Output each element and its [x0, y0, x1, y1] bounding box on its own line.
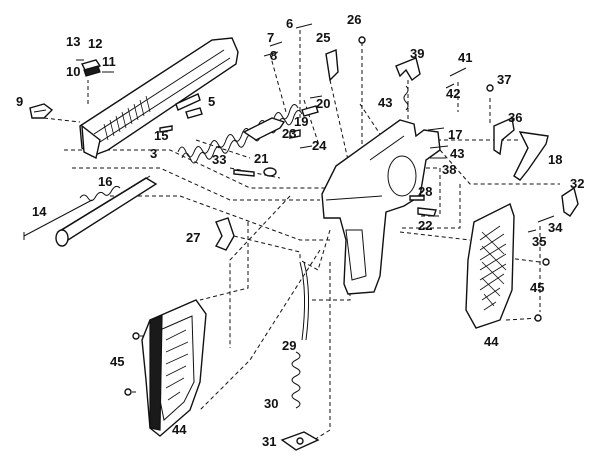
- label-38: 37: [497, 72, 511, 87]
- label-12: 12: [88, 36, 102, 51]
- part-number-labels: 6 26 13 12 7 25 11 39 8 41 10 37 42 43 9…: [16, 12, 584, 449]
- label-28: 28: [418, 184, 432, 199]
- label-44-left: 44: [172, 422, 187, 437]
- label-32: 32: [570, 176, 584, 191]
- label-31: 31: [262, 434, 276, 449]
- label-35: 35: [532, 234, 546, 249]
- part-44-left-grip: [141, 299, 207, 437]
- part-14-16-barrel: [23, 175, 158, 247]
- label-8: 8: [270, 48, 277, 63]
- part-21: [263, 167, 277, 177]
- label-7: 7: [267, 30, 274, 45]
- label-26: 26: [347, 12, 361, 27]
- part-3-recoil-spring: [177, 104, 303, 164]
- label-20: 20: [316, 96, 330, 111]
- label-39: 39: [410, 46, 424, 61]
- part-15-pin: [159, 125, 173, 133]
- label-25: 25: [316, 30, 330, 45]
- part-45-screws-right: [534, 258, 550, 322]
- label-21: 21: [254, 151, 268, 166]
- label-43: 43: [450, 146, 464, 161]
- part-40-spring: [403, 85, 409, 111]
- label-5: 5: [208, 94, 215, 109]
- label-10: 10: [66, 64, 80, 79]
- parts-28-24: [409, 195, 437, 217]
- part-27-catch: [214, 217, 235, 251]
- label-44-right: 44: [484, 334, 499, 349]
- part-38: [486, 84, 494, 92]
- label-27: 27: [186, 230, 200, 245]
- part-45-screws-left: [124, 332, 140, 396]
- label-23: 24: [312, 138, 327, 153]
- label-29: 29: [282, 338, 296, 353]
- label-22: 23: [282, 126, 296, 141]
- parts-29-30-31-mainspring: [280, 261, 320, 451]
- label-14: 14: [32, 204, 47, 219]
- label-41: 41: [458, 50, 472, 65]
- label-45-left: 45: [110, 354, 124, 369]
- part-23: [299, 145, 313, 149]
- parts-10-13-sight: [76, 59, 114, 77]
- label-6: 6: [286, 16, 293, 31]
- label-17: 17: [448, 127, 462, 142]
- label-34: 34: [548, 220, 563, 235]
- label-9: 9: [16, 94, 23, 109]
- parts-32-34-35: [527, 186, 579, 233]
- label-33: 33: [212, 152, 226, 167]
- label-24: 22: [418, 218, 432, 233]
- label-19: 19: [294, 114, 308, 129]
- label-37: 38: [442, 162, 456, 177]
- label-42: 42: [446, 86, 460, 101]
- frame: [321, 119, 441, 295]
- label-40: 43: [378, 95, 392, 110]
- parts-36-18-trigger: [493, 116, 549, 181]
- part-33-pin: [233, 169, 255, 177]
- label-30: 30: [264, 396, 278, 411]
- part-44-right-grip: [465, 203, 515, 329]
- part-5-pin: [185, 107, 203, 119]
- label-36: 36: [508, 110, 522, 125]
- label-45-right: 45: [530, 280, 544, 295]
- assembly-guide-lines: [43, 30, 560, 441]
- label-16: 16: [98, 174, 112, 189]
- parts-19-22: [242, 105, 319, 141]
- part-25-hammer-strut: [325, 49, 339, 82]
- part-39-sear: [395, 57, 421, 82]
- label-11: 11: [102, 54, 116, 69]
- label-18: 18: [548, 152, 562, 167]
- parts-17-43-37: [427, 127, 449, 159]
- parts-41-42: [445, 67, 467, 89]
- slide-assembly: [79, 37, 239, 160]
- part-26-pin: [358, 36, 366, 44]
- label-3: 3: [150, 146, 157, 161]
- parts-6-7-8-pins: [263, 23, 313, 57]
- label-13: 13: [66, 34, 80, 49]
- label-15: 15: [154, 128, 168, 143]
- part-9-extractor: [29, 103, 54, 119]
- part-20-pin: [309, 95, 323, 99]
